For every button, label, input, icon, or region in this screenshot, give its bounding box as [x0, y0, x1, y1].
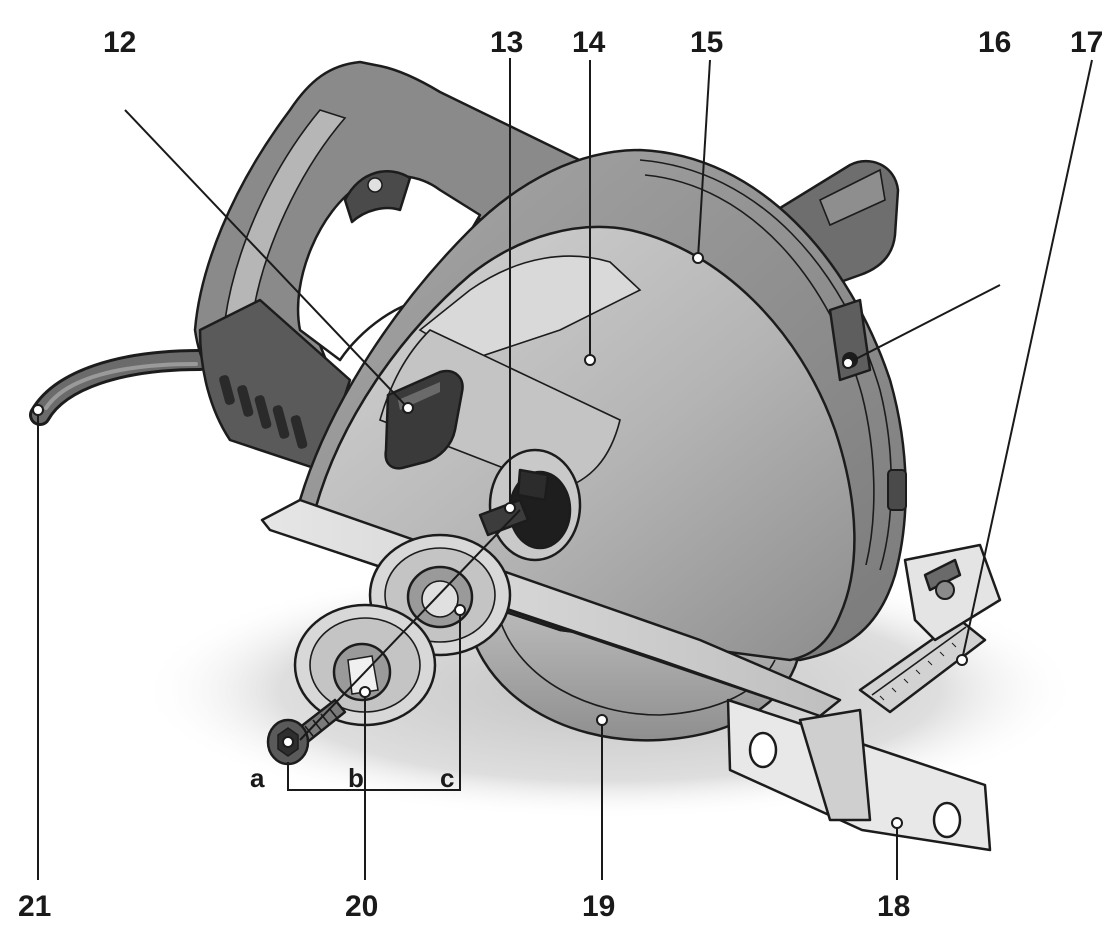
power-cord [29, 349, 211, 426]
label-b: b [348, 763, 364, 793]
callout-20: 20 [345, 890, 378, 923]
vent-slots [219, 375, 308, 449]
callout-13: 13 [490, 26, 523, 59]
callout-18: 18 [877, 890, 910, 923]
callout-14: 14 [572, 26, 606, 59]
leader-dots [32, 252, 968, 829]
callout-19: 19 [582, 890, 615, 923]
label-a: a [250, 763, 265, 793]
assembly-axis-line [299, 509, 521, 741]
leader-12 [124, 109, 409, 409]
leader-15 [697, 59, 711, 259]
leader-17 [961, 59, 1093, 661]
clamping-lever [478, 448, 582, 562]
label-c: c [440, 763, 454, 793]
callout-17: 17 [1070, 26, 1103, 59]
spindle-lock-button [384, 369, 464, 470]
leader-lines [37, 58, 1093, 880]
guard-latch [887, 469, 907, 511]
rear-handle [193, 60, 602, 472]
callout-15: 15 [690, 26, 723, 59]
assembly-bracket [287, 610, 461, 791]
leader-16 [847, 284, 1001, 364]
callout-16: 16 [978, 26, 1011, 59]
rip-fence [726, 543, 1002, 852]
callout-21: 21 [18, 890, 51, 923]
callout-12: 12 [103, 26, 136, 59]
